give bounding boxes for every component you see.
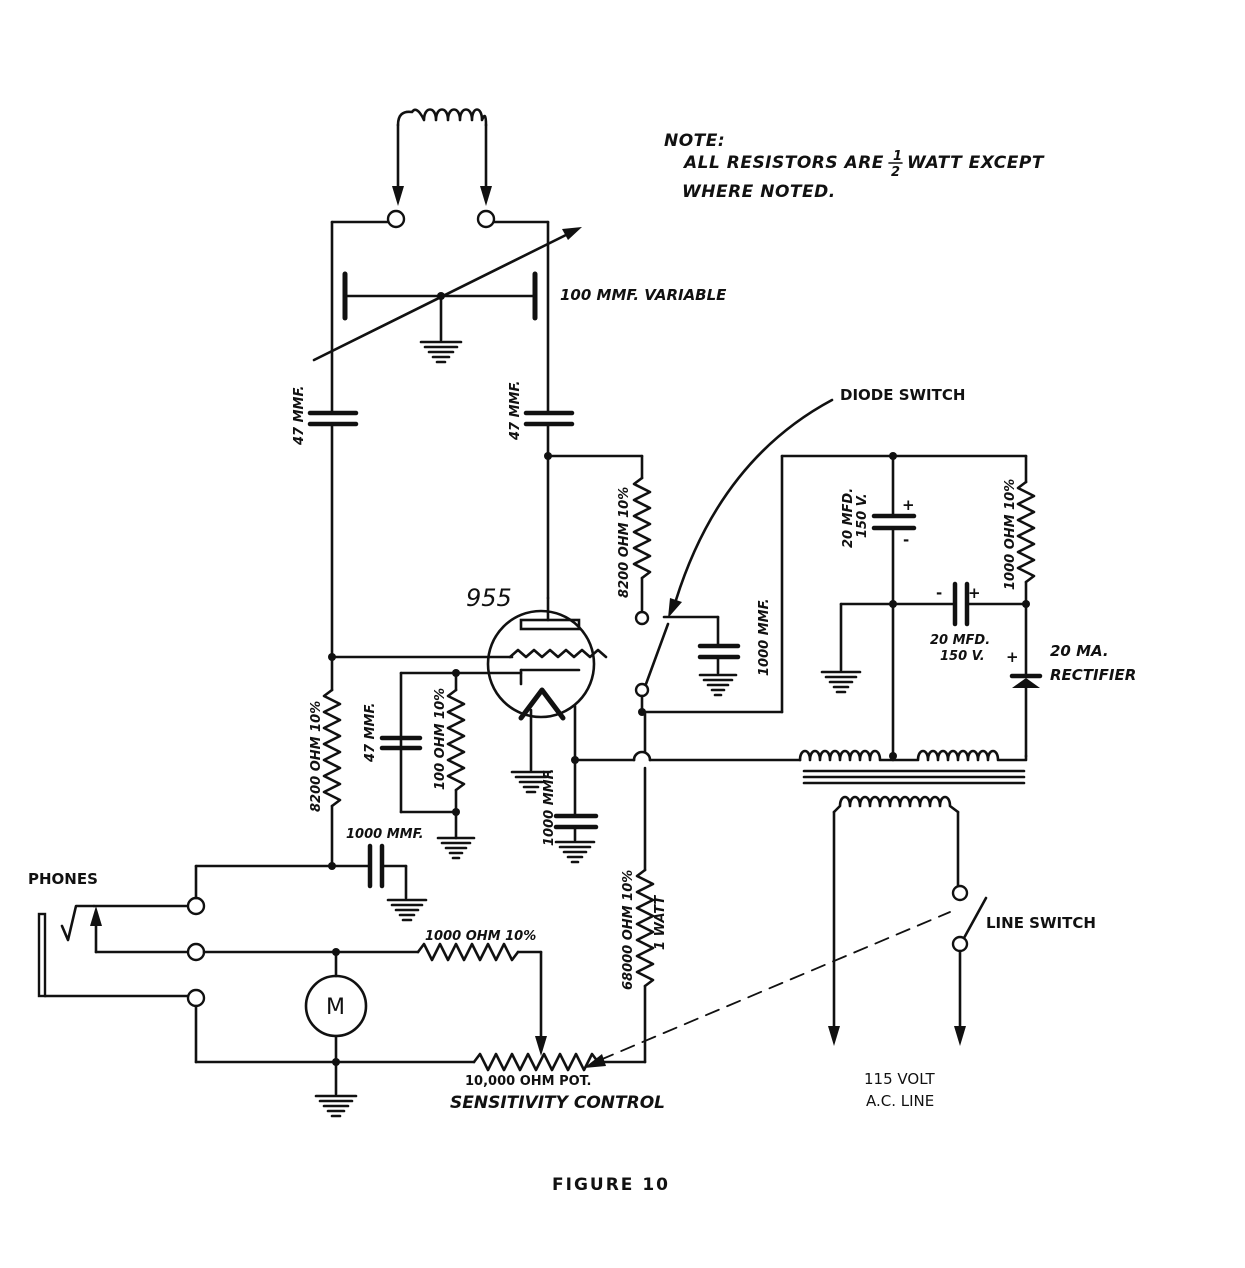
tuning-coil bbox=[392, 108, 492, 206]
resistor-filter-1000 bbox=[1016, 454, 1036, 606]
coil-terminal-left bbox=[386, 209, 406, 229]
capacitor-1000-cathode bbox=[553, 813, 599, 864]
cap-47-right-label: 47 MMF. bbox=[508, 381, 523, 441]
figure-caption: FIGURE 10 bbox=[552, 1175, 670, 1195]
capacitor-47-right bbox=[523, 410, 575, 600]
note-line2-suffix: WATT EXCEPT bbox=[907, 153, 1045, 173]
resistor-grid-8200 bbox=[322, 655, 342, 868]
phones-terminal-ring bbox=[186, 942, 206, 962]
ac-line-label-2: A.C. LINE bbox=[866, 1092, 934, 1110]
ac-line-label-1: 115 VOLT bbox=[864, 1070, 935, 1088]
c-filter-mid-minus: - bbox=[936, 584, 942, 602]
ground-symbol bbox=[419, 340, 463, 364]
r-dropping-label-2: 1 WATT bbox=[653, 895, 668, 950]
capacitor-1000-phones bbox=[367, 843, 428, 922]
phones-label: PHONES bbox=[28, 870, 98, 888]
meter-label: M bbox=[326, 995, 345, 1020]
phones-jack bbox=[37, 904, 190, 998]
note-line2-prefix: ALL RESISTORS ARE bbox=[682, 153, 884, 173]
pot-label-2: SENSITIVITY CONTROL bbox=[450, 1093, 665, 1113]
ground-symbol bbox=[510, 770, 552, 794]
c-cathode-label: 1000 MMF. bbox=[542, 768, 557, 846]
resistor-grid-leak-100 bbox=[446, 671, 466, 814]
rectifier-label-1: 20 MA. bbox=[1050, 642, 1109, 660]
r-filter-label: 1000 OHM 10% bbox=[1003, 479, 1018, 590]
resistor-plate-8200 bbox=[632, 454, 652, 612]
note-line3: WHERE NOTED. bbox=[682, 182, 836, 202]
c-grid-label: 47 MMF. bbox=[363, 703, 378, 763]
c-filter-top-minus: - bbox=[903, 531, 909, 549]
c-filter-top-label-1: 20 MFD. bbox=[841, 488, 856, 548]
line-switch-label: LINE SWITCH bbox=[986, 914, 1096, 932]
ground-symbol bbox=[436, 836, 476, 860]
c-filter-mid-label-2: 150 V. bbox=[940, 649, 985, 664]
c-plate-bypass-label: 1000 MMF. bbox=[757, 598, 772, 676]
c-filter-mid-plus: + bbox=[968, 584, 981, 602]
ground-symbol bbox=[314, 1094, 358, 1118]
diode-switch bbox=[634, 610, 670, 716]
c-filter-top-plus: + bbox=[902, 496, 915, 514]
r-grid-leak-label: 100 OHM 10% bbox=[433, 688, 448, 790]
diode-switch-leader bbox=[674, 398, 834, 602]
note-fraction-num: 1 bbox=[893, 149, 902, 164]
note-fraction-den: 2 bbox=[891, 165, 900, 180]
c-filter-mid-label-1: 20 MFD. bbox=[930, 633, 990, 648]
tank-wiring bbox=[330, 220, 550, 415]
r-dropping-label-1: 68000 OHM 10% bbox=[621, 870, 636, 990]
diode-switch-label: DIODE SWITCH bbox=[840, 386, 965, 404]
line-switch bbox=[951, 884, 988, 953]
note-heading: NOTE: bbox=[664, 131, 725, 151]
rectifier-plus: + bbox=[1006, 648, 1019, 666]
r-grid-left-label: 8200 OHM 10% bbox=[309, 701, 324, 812]
resistor-series-1000 bbox=[416, 942, 547, 1056]
rectifier-label-2: RECTIFIER bbox=[1050, 666, 1136, 684]
c-phones-label: 1000 MMF. bbox=[346, 827, 424, 842]
rectifier-diode bbox=[1009, 602, 1043, 758]
variable-capacitor bbox=[312, 227, 582, 362]
capacitor-47-left bbox=[307, 410, 359, 659]
cap-47-left-label: 47 MMF. bbox=[292, 386, 307, 446]
ground-symbol bbox=[820, 670, 862, 694]
r-plate-label: 8200 OHM 10% bbox=[617, 487, 632, 598]
pot-label-1: 10,000 OHM POT. bbox=[465, 1074, 592, 1089]
phones-terminal-sleeve bbox=[186, 988, 206, 1008]
capacitor-20mfd-top bbox=[871, 513, 917, 531]
r-series-label: 1000 OHM 10% bbox=[425, 929, 536, 944]
variable-cap-label: 100 MMF. VARIABLE bbox=[560, 286, 727, 304]
capacitor-1000-plate-bypass bbox=[697, 643, 741, 697]
phones-terminal-tip bbox=[186, 896, 206, 916]
tube-955 bbox=[486, 609, 608, 721]
capacitor-20mfd-mid bbox=[952, 581, 1028, 627]
potentiometer-10000 bbox=[472, 1052, 647, 1072]
ganged-switch-link bbox=[599, 911, 951, 1061]
coil-terminal-right bbox=[476, 209, 496, 229]
c-filter-top-label-2: 150 V. bbox=[855, 493, 870, 538]
resistor-dropping-68000 bbox=[635, 710, 655, 1064]
tube-label: 955 bbox=[466, 584, 512, 612]
transformer bbox=[798, 749, 1028, 814]
capacitor-47-grid bbox=[379, 735, 423, 751]
